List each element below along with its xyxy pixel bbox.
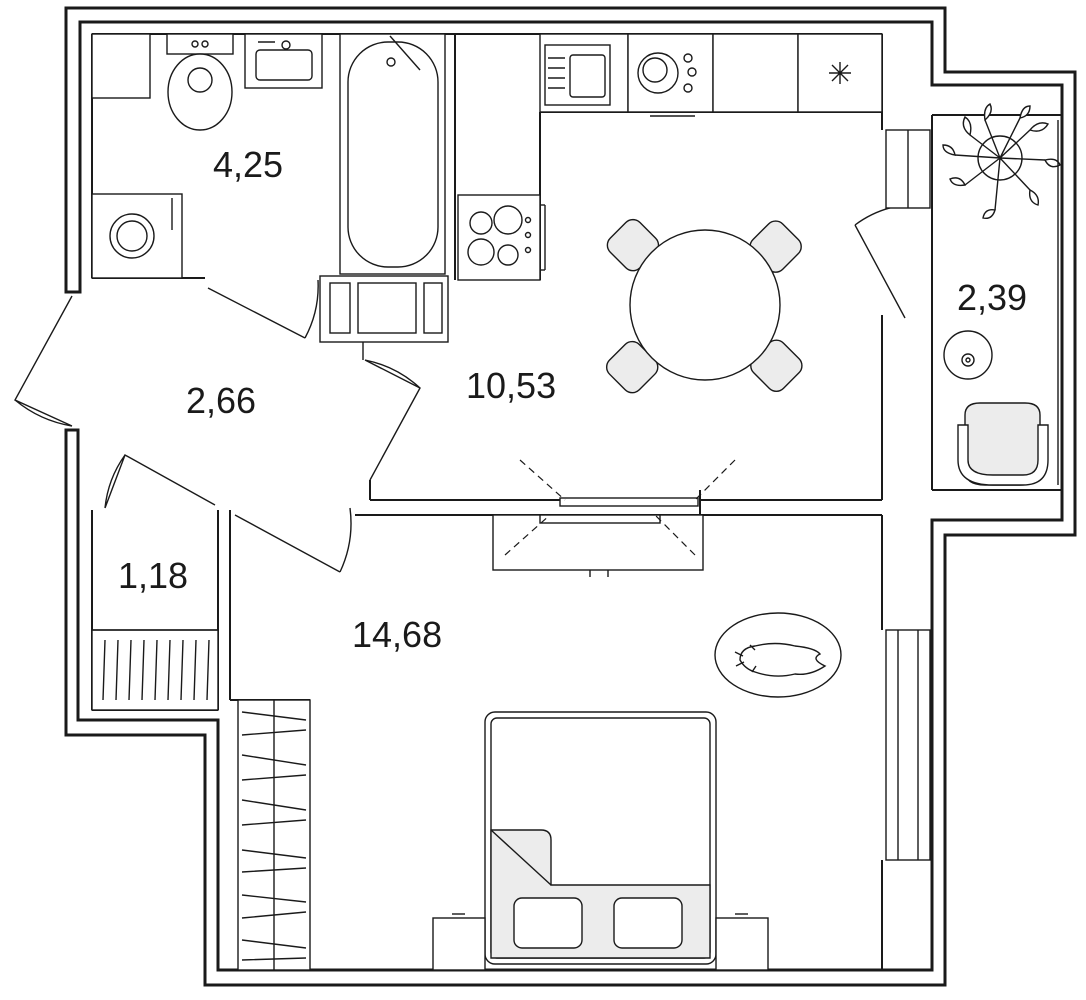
bedroom-shelf xyxy=(492,514,704,571)
balcony-area-label: 2,39 xyxy=(957,277,1027,318)
toilet-tank xyxy=(166,33,234,55)
kitchen-cabinet xyxy=(712,33,799,113)
side-table xyxy=(943,330,993,380)
plant-icon xyxy=(942,103,1061,220)
pillow-right xyxy=(613,897,683,949)
hallway-area-label: 2,66 xyxy=(186,380,256,421)
kitchen-door xyxy=(364,359,421,481)
bathroom-area-label: 4,25 xyxy=(213,144,283,185)
exterior-wall xyxy=(64,6,1077,987)
closet-fixtures xyxy=(91,629,219,711)
shower-cabinet xyxy=(91,33,151,99)
nightstand-left xyxy=(432,917,486,971)
dining-table xyxy=(605,218,803,394)
closet-door xyxy=(104,453,216,509)
bedroom-fixtures xyxy=(237,514,931,971)
kitchen-area-label: 10,53 xyxy=(466,365,556,406)
bedroom-door xyxy=(234,507,352,573)
kitchen-fixtures xyxy=(319,33,883,507)
bedroom-window xyxy=(885,629,931,861)
balcony-fixtures xyxy=(942,103,1061,486)
bathroom-fixtures xyxy=(91,33,446,279)
closet-area-label: 1,18 xyxy=(118,555,188,596)
balcony-door xyxy=(854,204,906,319)
dog-icon xyxy=(739,642,827,677)
entrance-door xyxy=(14,295,73,427)
doors xyxy=(14,129,931,573)
bedroom-area-label: 14,68 xyxy=(352,614,442,655)
kitchen-partition-window xyxy=(559,497,699,507)
pillow-left xyxy=(513,897,583,949)
bathroom-door xyxy=(207,279,319,339)
nightstand-right xyxy=(715,917,769,971)
